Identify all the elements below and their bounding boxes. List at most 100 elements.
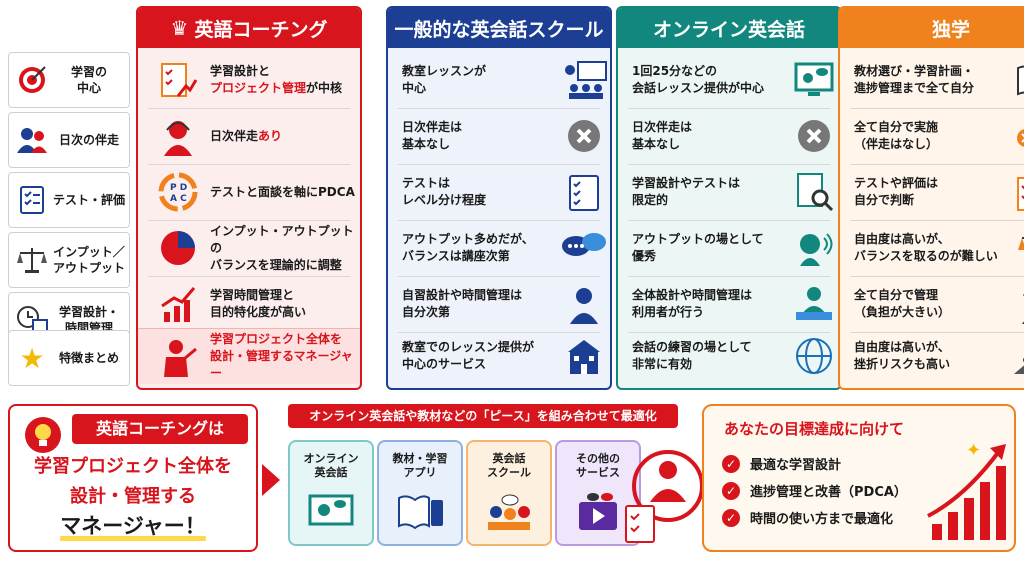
cell-text: 1回25分などの 会話レッスン提供が中心 [632, 64, 765, 95]
right-arrow-icon [260, 460, 282, 504]
cell-text: 学習時間管理と 目的特化度が高い [210, 287, 360, 321]
cell-text: アウトプットの場として 優秀 [632, 232, 764, 263]
cell-divider [398, 332, 600, 333]
goals-title: あなたの目標達成に向けて [723, 420, 904, 438]
alone-person-icon [1010, 114, 1024, 158]
cell-divider [628, 164, 830, 165]
row-label-test-evaluation: テスト・評価 [8, 172, 130, 228]
check-icon: ✓ [722, 508, 740, 527]
piece-card: 英会話 スクール [466, 440, 552, 546]
check-icon: ✓ [722, 454, 740, 473]
checklist-icon [15, 183, 49, 217]
school-building-icon [558, 334, 610, 378]
column-cell: 学習設計とプロジェクト管理が中核 [138, 52, 360, 108]
column-cell: 教材選び・学習計画・ 進捗管理まで全て自分 [840, 52, 1024, 108]
video-play-icon [557, 492, 639, 536]
video-monitor-icon [788, 58, 840, 102]
row-label-text: 学習の 中心 [70, 65, 107, 95]
row-label-summary: ★ 特徴まとめ [8, 330, 130, 386]
cell-divider [398, 164, 600, 165]
column-cell: テストや評価は 自分で判断? [840, 164, 1024, 220]
people-icon [15, 123, 49, 157]
book-phone-icon [379, 492, 461, 536]
cell-divider [850, 220, 1024, 221]
row-label-input-output: インプット／ アウトプット [8, 232, 130, 288]
goals-box: あなたの目標達成に向けて ✓最適な学習設計 ✓進捗管理と改善（PDCA） ✓時間… [702, 404, 1016, 552]
cell-text-highlight: あり [258, 128, 283, 143]
cell-text: 学習設計とプロジェクト管理が中核 [210, 63, 360, 97]
cell-divider [850, 108, 1024, 109]
goal-item: ✓時間の使い方まで最適化 [722, 508, 907, 527]
cell-text: 学習設計やテストは 限定的 [632, 176, 741, 207]
cell-text-main: 学習プロジェクト全体を 設計・管理するマネージャー [210, 332, 353, 380]
cell-text: 全て自分で管理 （負担が大きい） [854, 288, 951, 319]
goal-text: 進捗管理と改善（PDCA） [750, 485, 907, 500]
cell-text: 日次伴走は 基本なし [632, 120, 693, 151]
cell-text: 教室でのレッスン提供が 中心のサービス [402, 340, 535, 371]
column-cell: テストは レベル分け程度 [388, 164, 610, 220]
clock-calendar-icon [15, 303, 49, 337]
growth-chart-icon [152, 282, 204, 326]
column-cell: アウトプット多めだが、 バランスは講座次第 [388, 220, 610, 276]
column-cell: 自由度は高いが、 バランスを取るのが難しい [840, 220, 1024, 276]
column-title: オンライン英会話 [652, 18, 805, 41]
check-icon: ✓ [722, 481, 740, 500]
presenter-icon [152, 335, 204, 379]
pieces-banner: オンライン英会話や教材などの「ピース」を組み合わせて最適化 [288, 404, 678, 428]
cell-divider [398, 108, 600, 109]
piece-card: オンライン 英会話 [288, 440, 374, 546]
star-icon: ★ [19, 341, 45, 375]
cell-text: 日次伴走あり [210, 128, 360, 145]
svg-text:A C: A C [170, 194, 187, 204]
column-3: 独学教材選び・学習計画・ 進捗管理まで全て自分全て自分で実施 （伴走はなし）テス… [838, 6, 1024, 390]
cell-text-suffix: が中核 [306, 81, 343, 95]
cell-text: 自由度は高いが、 挫折リスクも高い [854, 340, 951, 371]
manager-person-icon [622, 440, 704, 554]
cell-divider [850, 164, 1024, 165]
column-cell: 学習プロジェクト全体を 設計・管理するマネージャー [138, 328, 360, 384]
column-cell: 1回25分などの 会話レッスン提供が中心 [618, 52, 840, 108]
piece-label: 教材・学習 アプリ [392, 452, 448, 479]
row-label-text: インプット／ アウトプット [52, 245, 125, 275]
speech-bubbles-icon [558, 226, 610, 270]
piece-label: オンライン 英会話 [303, 452, 359, 479]
column-cell: 学習時間管理と 目的特化度が高い [138, 276, 360, 332]
mountain-flag-icon [1010, 334, 1024, 378]
row-label-text: テスト・評価 [52, 193, 125, 207]
coaching-summary-box: 英語コーチングは 学習プロジェクト全体を 設計・管理する マネージャー！ [8, 404, 258, 552]
cell-divider [148, 220, 350, 221]
stressed-person-icon [1010, 282, 1024, 326]
piece-label: 英会話 スクール [487, 452, 531, 479]
column-cell: インプット・アウトプットの バランスを理論的に調整 [138, 220, 360, 276]
cell-text-main: 学習時間管理と 目的特化度が高い [210, 288, 307, 319]
cell-text: 教材選び・学習計画・ 進捗管理まで全て自分 [854, 64, 975, 95]
classroom-icon [558, 58, 610, 102]
cell-text: 全体設計や時間管理は 利用者が行う [632, 288, 753, 319]
cell-text-main: テストと面談を軸にPDCA [210, 184, 355, 199]
column-cell: 日次伴走は 基本なし [618, 108, 840, 164]
goal-item: ✓ 進捗管理と改善（PDCA） [722, 481, 907, 500]
cell-text-main: 学習設計と [210, 64, 271, 78]
column-cell: 教室レッスンが 中心 [388, 52, 610, 108]
cell-divider [398, 276, 600, 277]
cell-text: 自習設計や時間管理は 自分次第 [402, 288, 523, 319]
cell-text: テストや評価は 自分で判断 [854, 176, 939, 207]
cell-text: テストと面談を軸にPDCA [210, 184, 360, 201]
growth-bars-icon: ✦ [926, 436, 1012, 550]
speaking-head-icon [788, 226, 840, 270]
column-title: 一般的な英会話スクール [394, 18, 604, 41]
column-cell: 教室でのレッスン提供が 中心のサービス [388, 328, 610, 384]
bulb-icon [24, 416, 62, 458]
cell-divider [850, 332, 1024, 333]
column-title: 英語コーチング [194, 18, 328, 41]
cell-divider [398, 220, 600, 221]
column-title: 独学 [931, 18, 970, 41]
cell-divider [628, 332, 830, 333]
row-label-learning-center: 学習の 中心 [8, 52, 130, 108]
cell-text: 自由度は高いが、 バランスを取るのが難しい [854, 232, 998, 263]
cell-text: 会話の練習の場として 非常に有効 [632, 340, 752, 371]
pie-chart-icon [152, 226, 204, 270]
